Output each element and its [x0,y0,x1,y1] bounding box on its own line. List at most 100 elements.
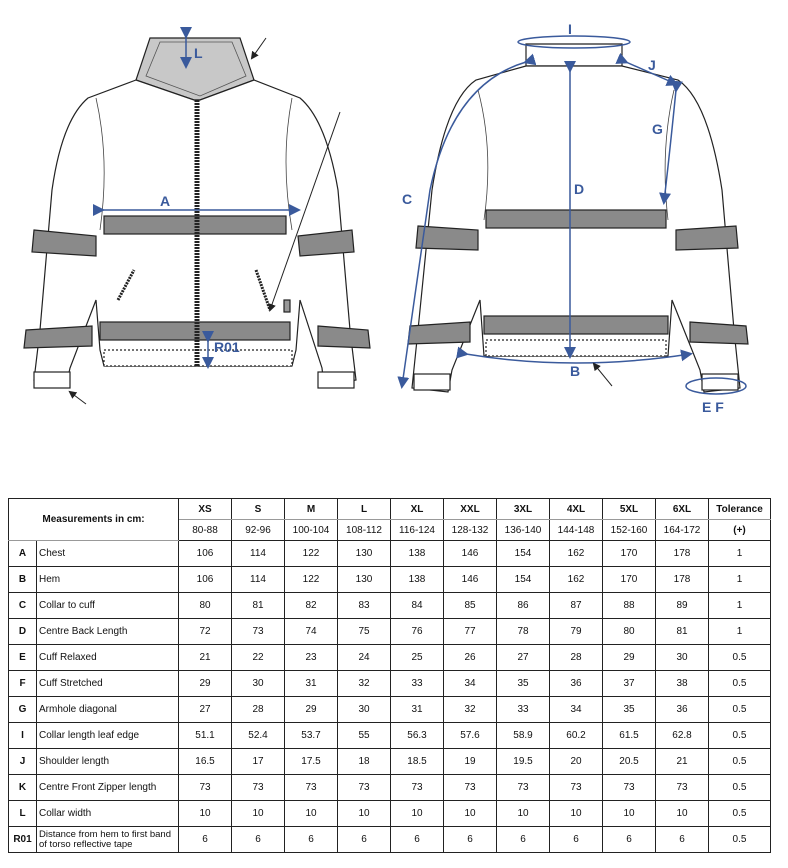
table-cell: 6 [231,826,285,853]
size-header: 4XL [549,498,603,520]
table-cell: 60.2 [549,722,603,749]
table-cell: 114 [231,566,285,593]
table-cell: 32 [337,670,391,697]
table-cell: 85 [443,592,497,619]
row-code: D [8,618,37,645]
table-cell: 33 [496,696,550,723]
tolerance-cell: 1 [708,618,771,645]
row-code: F [8,670,37,697]
row-code: G [8,696,37,723]
label-C: C [402,191,412,207]
tolerance-cell: 0.5 [708,722,771,749]
table-cell: 138 [390,566,444,593]
table-cell: 6 [655,826,709,853]
table-cell: 10 [284,800,338,827]
table-cell: 146 [443,566,497,593]
table-cell: 79 [549,618,603,645]
row-name: Armhole diagonal [36,696,179,723]
row-code: R01 [8,826,37,853]
table-cell: 29 [602,644,656,671]
row-name: Centre Front Zipper length [36,774,179,801]
table-cell: 35 [496,670,550,697]
table-cell: 6 [602,826,656,853]
tolerance-cell: 0.5 [708,748,771,775]
table-cell: 33 [390,670,444,697]
table-cell: 89 [655,592,709,619]
size-header: XXL [443,498,497,520]
row-code: J [8,748,37,775]
table-cell: 24 [337,644,391,671]
front-annotations: L A R01 [68,27,341,405]
table-cell: 106 [178,540,232,567]
row-code: I [8,722,37,749]
table-cell: 162 [549,566,603,593]
table-cell: 36 [549,670,603,697]
size-range: 116-124 [390,519,444,541]
table-cell: 18 [337,748,391,775]
table-cell: 25 [390,644,444,671]
row-code: K [8,774,37,801]
table-cell: 61.5 [602,722,656,749]
table-cell: 20.5 [602,748,656,775]
table-cell: 80 [178,592,232,619]
table-cell: 19.5 [496,748,550,775]
table-cell: 73 [496,774,550,801]
table-cell: 76 [390,618,444,645]
table-cell: 27 [178,696,232,723]
row-name: Collar width [36,800,179,827]
size-header: M [284,498,338,520]
table-cell: 51.1 [178,722,232,749]
table-cell: 80 [602,618,656,645]
row-name: Shoulder length [36,748,179,775]
table-cell: 6 [496,826,550,853]
label-L: L [194,45,203,61]
table-cell: 122 [284,540,338,567]
row-code: E [8,644,37,671]
size-header: 5XL [602,498,656,520]
label-EF: E F [702,399,724,415]
tolerance-cell: 1 [708,540,771,567]
table-cell: 28 [231,696,285,723]
table-cell: 56.3 [390,722,444,749]
table-cell: 36 [655,696,709,723]
row-name: Distance from hem to first band of torso… [36,826,179,853]
row-code: A [8,540,37,567]
table-cell: 58.9 [496,722,550,749]
table-cell: 31 [390,696,444,723]
table-cell: 73 [337,774,391,801]
table-cell: 30 [655,644,709,671]
table-cell: 170 [602,566,656,593]
label-A: A [160,193,170,209]
table-cell: 34 [549,696,603,723]
table-cell: 10 [231,800,285,827]
table-cell: 10 [443,800,497,827]
table-cell: 21 [178,644,232,671]
back-chest-band [485,209,667,229]
table-cell: 27 [496,644,550,671]
table-cell: 29 [178,670,232,697]
table-cell: 37 [602,670,656,697]
label-D: D [574,181,584,197]
table-cell: 55 [337,722,391,749]
table-cell: 23 [284,644,338,671]
label-J: J [648,57,656,73]
table-cell: 84 [390,592,444,619]
table-cell: 73 [602,774,656,801]
size-range: 128-132 [443,519,497,541]
size-range: 80-88 [178,519,232,541]
tolerance-cell: 0.5 [708,644,771,671]
table-cell: 32 [443,696,497,723]
tolerance-cell: 1 [708,566,771,593]
label-I: I [568,21,572,37]
size-header: L [337,498,391,520]
table-cell: 86 [496,592,550,619]
table-cell: 10 [549,800,603,827]
table-cell: 77 [443,618,497,645]
table-cell: 75 [337,618,391,645]
